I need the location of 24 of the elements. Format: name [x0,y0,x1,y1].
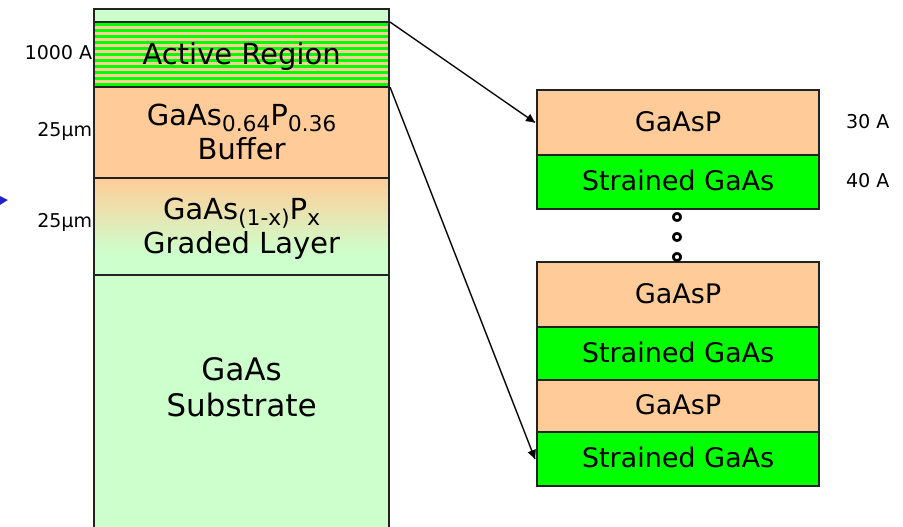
thickness-label: 1000 A [24,44,92,63]
layer-label: Strained GaAs [582,166,774,198]
layer-box [536,326,820,381]
layer-label: GaAsP [634,278,722,310]
layer-box [536,154,820,210]
thickness-label: 25μm [37,121,92,140]
thickness-label: 30 A [846,112,890,132]
layer-label: GaAs Substrate [165,353,318,425]
layer-box [93,177,390,276]
layer-box [536,261,820,328]
layer-label: GaAsP [634,106,722,138]
layer-label: GaAs$_{(1-x)}$P$_{x}$ Graded Layer [142,193,341,260]
layer-label: Strained GaAs [582,338,774,370]
layer-label: GaAsP [634,390,722,422]
layer-box [93,274,390,527]
layer-box [93,86,390,179]
layer-label: GaAs$_{0.64}$P$_{0.36}$ Buffer [146,99,338,166]
thickness-label: 25μm [37,212,92,231]
layer-box [536,379,820,433]
thickness-label: 40 A [846,172,890,191]
layer-label: Strained GaAs [582,443,774,475]
arrow [389,86,536,460]
layer-box [536,89,820,156]
layer-box [536,431,820,487]
